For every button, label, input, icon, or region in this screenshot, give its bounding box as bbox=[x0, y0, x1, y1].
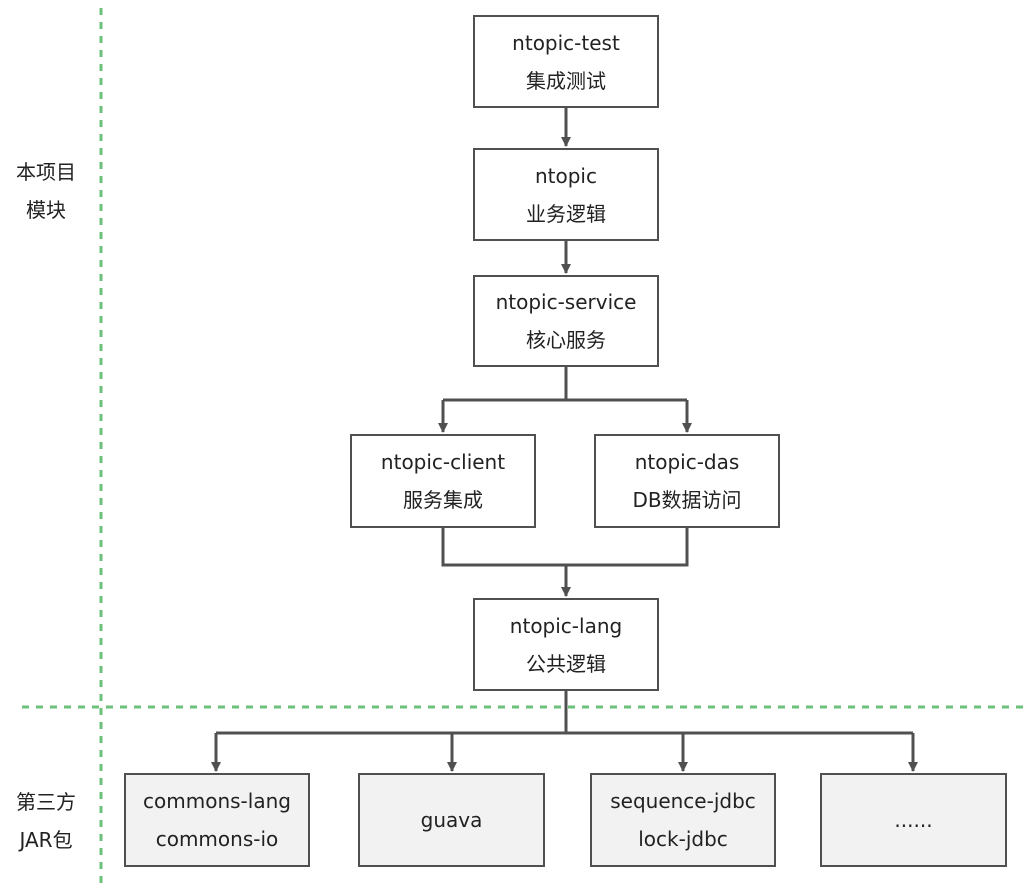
module-box-ntopic-lang: ntopic-lang 公共逻辑 bbox=[473, 598, 659, 691]
section-label-line: 第三方 bbox=[16, 790, 76, 814]
connector-service-split bbox=[443, 366, 687, 402]
module-name: ntopic bbox=[534, 163, 597, 188]
jar-box-guava: guava bbox=[358, 773, 545, 867]
module-box-ntopic-client: ntopic-client 服务集成 bbox=[350, 434, 536, 528]
module-desc: 业务逻辑 bbox=[526, 201, 606, 226]
jar-box-more: ...... bbox=[820, 773, 1007, 867]
module-box-ntopic-das: ntopic-das DB数据访问 bbox=[594, 434, 780, 528]
module-desc: 服务集成 bbox=[403, 488, 483, 512]
jar-name: commons-io bbox=[155, 827, 279, 851]
jar-name: commons-lang bbox=[143, 789, 291, 813]
section-label-line: 模块 bbox=[26, 198, 66, 222]
jar-name: lock-jdbc bbox=[638, 827, 728, 851]
jar-name: ...... bbox=[894, 808, 933, 832]
module-desc: DB数据访问 bbox=[632, 488, 742, 512]
section-label-line: JAR包 bbox=[19, 828, 73, 852]
jar-box-commons: commons-lang commons-io bbox=[124, 773, 310, 867]
section-label-line: 本项目 bbox=[16, 160, 76, 184]
module-box-ntopic-test: ntopic-test 集成测试 bbox=[473, 15, 659, 108]
section-label-project: 本项目 模块 bbox=[4, 153, 88, 229]
module-name: ntopic-test bbox=[512, 30, 620, 55]
section-label-third-party: 第三方 JAR包 bbox=[4, 783, 88, 859]
module-name: ntopic-das bbox=[634, 450, 740, 474]
module-desc: 公共逻辑 bbox=[526, 651, 606, 676]
module-box-ntopic: ntopic 业务逻辑 bbox=[473, 148, 659, 241]
module-desc: 集成测试 bbox=[526, 68, 606, 93]
module-name: ntopic-service bbox=[495, 290, 637, 314]
module-name: ntopic-lang bbox=[509, 613, 623, 638]
module-name: ntopic-client bbox=[380, 450, 506, 474]
jar-name: sequence-jdbc bbox=[610, 789, 756, 813]
module-box-ntopic-service: ntopic-service 核心服务 bbox=[473, 275, 659, 367]
jar-name: guava bbox=[420, 808, 483, 832]
connector-lang-to-jars bbox=[216, 690, 913, 735]
connector-merge bbox=[441, 527, 689, 567]
jar-box-jdbc: sequence-jdbc lock-jdbc bbox=[590, 773, 776, 867]
module-desc: 核心服务 bbox=[526, 328, 606, 352]
